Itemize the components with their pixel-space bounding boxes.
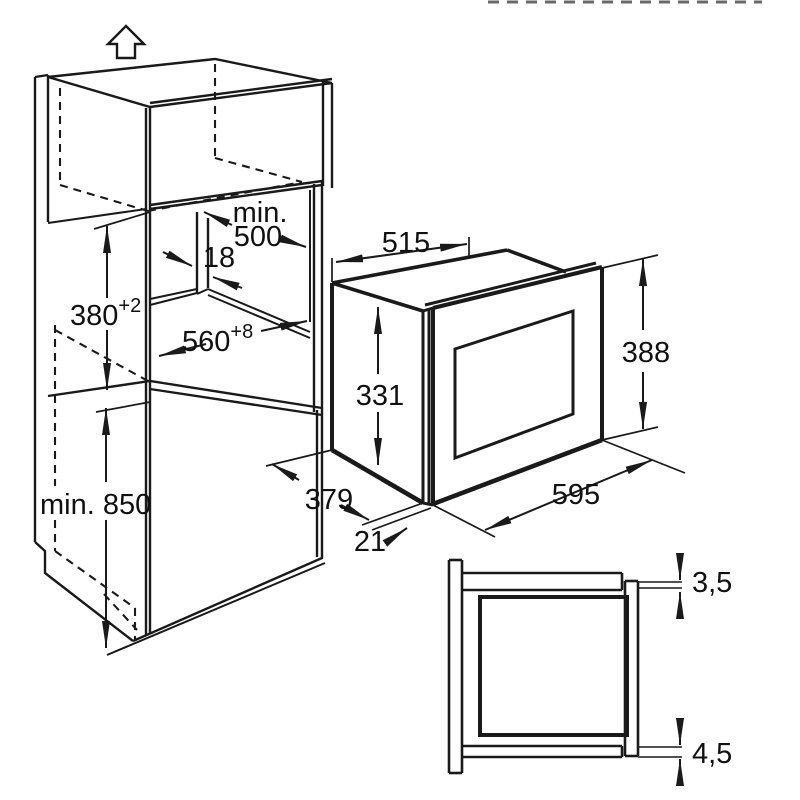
door-window <box>453 308 575 461</box>
dim-body-width: 515 <box>382 227 430 259</box>
dim-niche-depth-min-word: min. <box>233 197 288 229</box>
microwave-drawing <box>330 248 604 507</box>
oven-body-section <box>478 595 629 737</box>
dimension-labels: min. 500 18 380+2 560+8 min. 850 515 331… <box>40 197 732 770</box>
dim-niche-height: 380+2 <box>70 295 141 332</box>
dim-panel-thickness: 18 <box>203 242 235 274</box>
dim-niche-width-value: 560 <box>182 326 230 358</box>
dim-bottom-overlap: 4,5 <box>692 738 732 770</box>
dim-body-depth: 379 <box>305 484 353 516</box>
dim-top-overlap: 3,5 <box>692 567 732 599</box>
dim-niche-width: 560+8 <box>182 321 253 358</box>
dimension-arrows <box>102 211 684 786</box>
dim-front-frame-depth: 21 <box>354 526 386 558</box>
cross-section-drawing <box>447 558 682 775</box>
dim-front-width: 595 <box>552 479 600 511</box>
up-arrow-icon <box>105 24 147 60</box>
dim-niche-height-tolerance: +2 <box>118 295 141 317</box>
dim-niche-height-value: 380 <box>70 300 118 332</box>
dim-body-height: 331 <box>356 380 404 412</box>
dim-front-height: 388 <box>622 337 670 369</box>
dim-base-height-min: min. 850 <box>40 489 151 521</box>
cabinet-drawing <box>33 24 334 656</box>
dim-niche-width-tolerance: +8 <box>230 321 253 343</box>
dim-niche-depth-min-value: 500 <box>234 221 282 253</box>
